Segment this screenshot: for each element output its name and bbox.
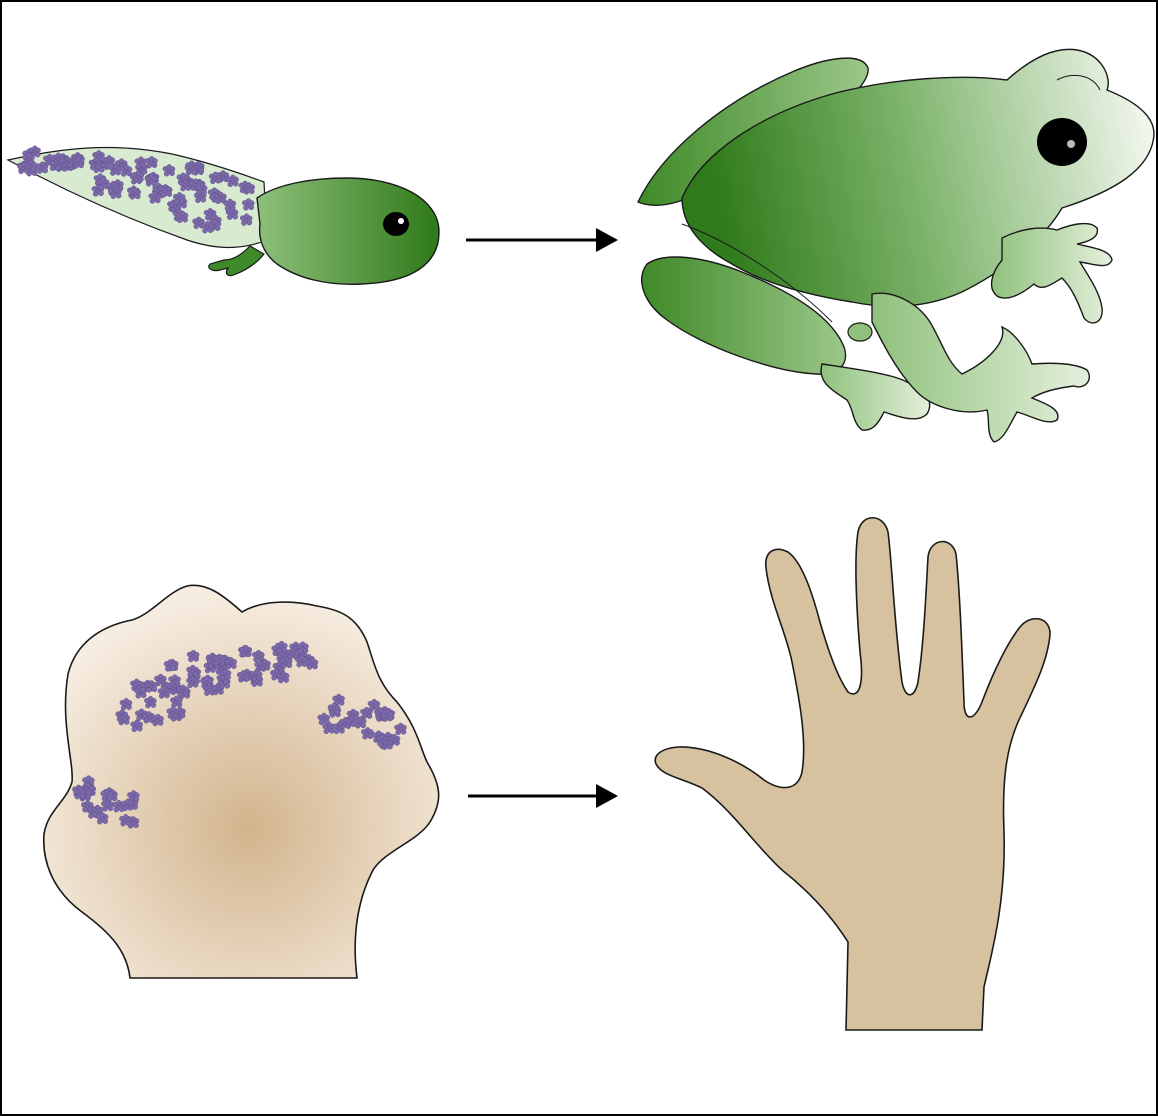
mature-hand [655, 518, 1050, 1030]
frog-middle-limb [872, 293, 1089, 442]
hand-outline [655, 518, 1050, 1030]
arrow-bottom [468, 784, 618, 808]
frog-eye [1037, 118, 1087, 166]
adult-frog [638, 49, 1154, 442]
tadpole [8, 146, 439, 285]
arrow-top [466, 228, 618, 252]
embryonic-hand-plate [44, 585, 439, 978]
hand-plate-outline [44, 585, 439, 978]
frog-front-limb [992, 224, 1112, 323]
tadpole-body [257, 178, 439, 284]
tadpole-hind-leg [209, 246, 264, 276]
tadpole-eye [383, 212, 409, 236]
